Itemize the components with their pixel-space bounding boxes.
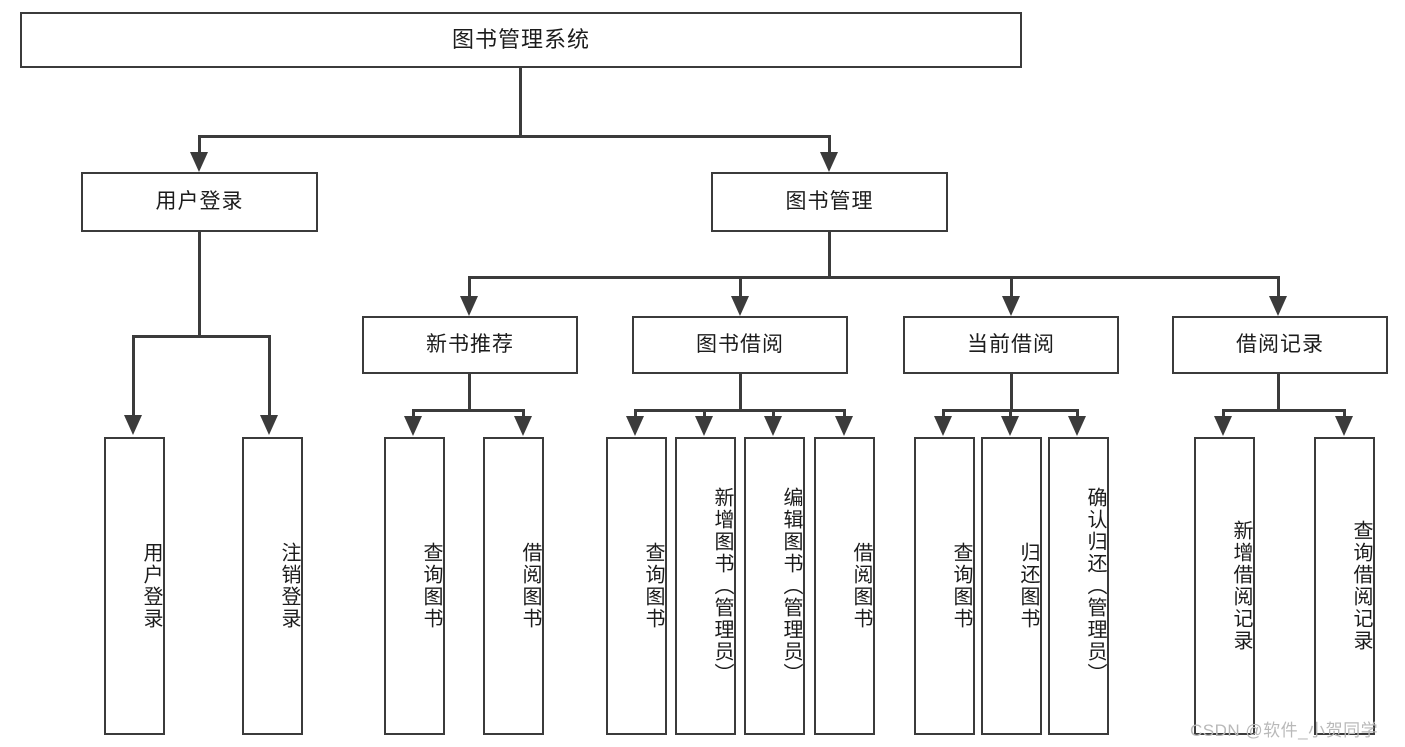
connector-level3-drop-2 — [739, 276, 742, 298]
arrow-to-current-borrow — [1002, 296, 1020, 316]
node-label: 新书推荐 — [426, 332, 514, 356]
connector-record-bus — [1222, 409, 1346, 412]
leaf-borrow-book[interactable]: 借阅图书 — [814, 437, 875, 735]
connector-current-stem — [1010, 374, 1013, 411]
arrow-to-leaf-confirm-return — [1068, 416, 1086, 436]
connector-level3-drop-1 — [468, 276, 471, 298]
node-label: 注销登录 — [278, 542, 300, 630]
leaf-user-login[interactable]: 用户登录 — [104, 437, 165, 735]
leaf-query-borrow-record[interactable]: 查询借阅记录 — [1314, 437, 1375, 735]
connector-borrow-stem — [739, 374, 742, 411]
arrow-to-leaf-borrow-book-2 — [835, 416, 853, 436]
leaf-add-borrow-record[interactable]: 新增借阅记录 — [1194, 437, 1255, 735]
node-current-borrow[interactable]: 当前借阅 — [903, 316, 1119, 374]
arrow-to-leaf-query-record — [1335, 416, 1353, 436]
connector-recommend-drop-1 — [412, 409, 415, 418]
node-user-login[interactable]: 用户登录 — [81, 172, 318, 232]
leaf-logout[interactable]: 注销登录 — [242, 437, 303, 735]
connector-record-drop-2 — [1343, 409, 1346, 418]
leaf-borrow-book-recommend[interactable]: 借阅图书 — [483, 437, 544, 735]
connector-user-login-drop-1 — [132, 335, 135, 417]
connector-record-drop-1 — [1222, 409, 1225, 418]
connector-book-manage-bus — [468, 276, 1280, 279]
node-label: 编辑图书（管理员） — [780, 487, 802, 685]
node-label: 借阅记录 — [1236, 332, 1324, 356]
node-label: 新增图书（管理员） — [711, 487, 733, 685]
node-label: 借阅图书 — [519, 542, 541, 630]
connector-borrow-drop-1 — [634, 409, 637, 418]
arrow-to-leaf-query-book-3 — [934, 416, 952, 436]
leaf-confirm-return-admin[interactable]: 确认归还（管理员） — [1048, 437, 1109, 735]
node-book-management[interactable]: 图书管理 — [711, 172, 948, 232]
node-new-book-recommend[interactable]: 新书推荐 — [362, 316, 578, 374]
node-label: 新增借阅记录 — [1230, 520, 1252, 652]
node-label: 用户登录 — [140, 542, 162, 630]
arrow-to-borrow-record — [1269, 296, 1287, 316]
arrow-to-leaf-query-book-2 — [626, 416, 644, 436]
node-label: 用户登录 — [155, 189, 244, 213]
connector-user-login-stem — [198, 232, 201, 337]
node-label: 借阅图书 — [850, 542, 872, 630]
arrow-to-leaf-user-login — [124, 415, 142, 435]
node-label: 查询图书 — [420, 542, 442, 630]
arrow-to-book-borrow — [731, 296, 749, 316]
connector-borrow-bus — [634, 409, 846, 412]
connector-user-login-drop-2 — [268, 335, 271, 417]
node-label: 当前借阅 — [967, 332, 1055, 356]
connector-current-drop-2 — [1009, 409, 1012, 418]
arrow-to-leaf-add-record — [1214, 416, 1232, 436]
node-label: 查询图书 — [642, 542, 664, 630]
leaf-return-book[interactable]: 归还图书 — [981, 437, 1042, 735]
connector-root-drop-right — [828, 135, 831, 154]
connector-user-login-bus — [132, 335, 271, 338]
node-label: 查询图书 — [950, 542, 972, 630]
connector-record-stem — [1277, 374, 1280, 411]
connector-recommend-bus — [412, 409, 525, 412]
connector-recommend-stem — [468, 374, 471, 411]
connector-root-bus — [198, 135, 831, 138]
arrow-to-leaf-borrow-book-1 — [514, 416, 532, 436]
node-label: 图书管理 — [785, 189, 874, 213]
leaf-query-book-borrow[interactable]: 查询图书 — [606, 437, 667, 735]
connector-level3-drop-3 — [1010, 276, 1013, 298]
connector-recommend-drop-2 — [522, 409, 525, 418]
leaf-query-book-recommend[interactable]: 查询图书 — [384, 437, 445, 735]
connector-borrow-drop-4 — [843, 409, 846, 418]
node-book-borrow[interactable]: 图书借阅 — [632, 316, 848, 374]
node-label: 图书借阅 — [696, 332, 784, 356]
node-label: 归还图书 — [1017, 542, 1039, 630]
connector-level3-drop-4 — [1277, 276, 1280, 298]
arrow-to-leaf-edit-book — [764, 416, 782, 436]
node-root-system[interactable]: 图书管理系统 — [20, 12, 1022, 68]
leaf-edit-book-admin[interactable]: 编辑图书（管理员） — [744, 437, 805, 735]
arrow-to-leaf-query-book-1 — [404, 416, 422, 436]
node-label: 确认归还（管理员） — [1084, 487, 1106, 685]
arrow-to-user-login — [190, 152, 208, 172]
arrow-to-leaf-return-book — [1001, 416, 1019, 436]
csdn-watermark: CSDN @软件_小贺同学 — [1190, 721, 1379, 740]
leaf-query-book-current[interactable]: 查询图书 — [914, 437, 975, 735]
arrow-to-leaf-logout — [260, 415, 278, 435]
connector-borrow-drop-2 — [703, 409, 706, 418]
node-label: 图书管理系统 — [451, 27, 590, 53]
connector-current-drop-3 — [1076, 409, 1079, 418]
connector-root-drop-left — [198, 135, 201, 154]
leaf-add-book-admin[interactable]: 新增图书（管理员） — [675, 437, 736, 735]
connector-book-manage-stem — [828, 232, 831, 278]
arrow-to-leaf-add-book — [695, 416, 713, 436]
connector-borrow-drop-3 — [772, 409, 775, 418]
arrow-to-new-book-recommend — [460, 296, 478, 316]
connector-current-drop-1 — [942, 409, 945, 418]
connector-root-stem — [519, 68, 522, 136]
node-borrow-record[interactable]: 借阅记录 — [1172, 316, 1388, 374]
arrow-to-book-manage — [820, 152, 838, 172]
node-label: 查询借阅记录 — [1350, 520, 1372, 652]
